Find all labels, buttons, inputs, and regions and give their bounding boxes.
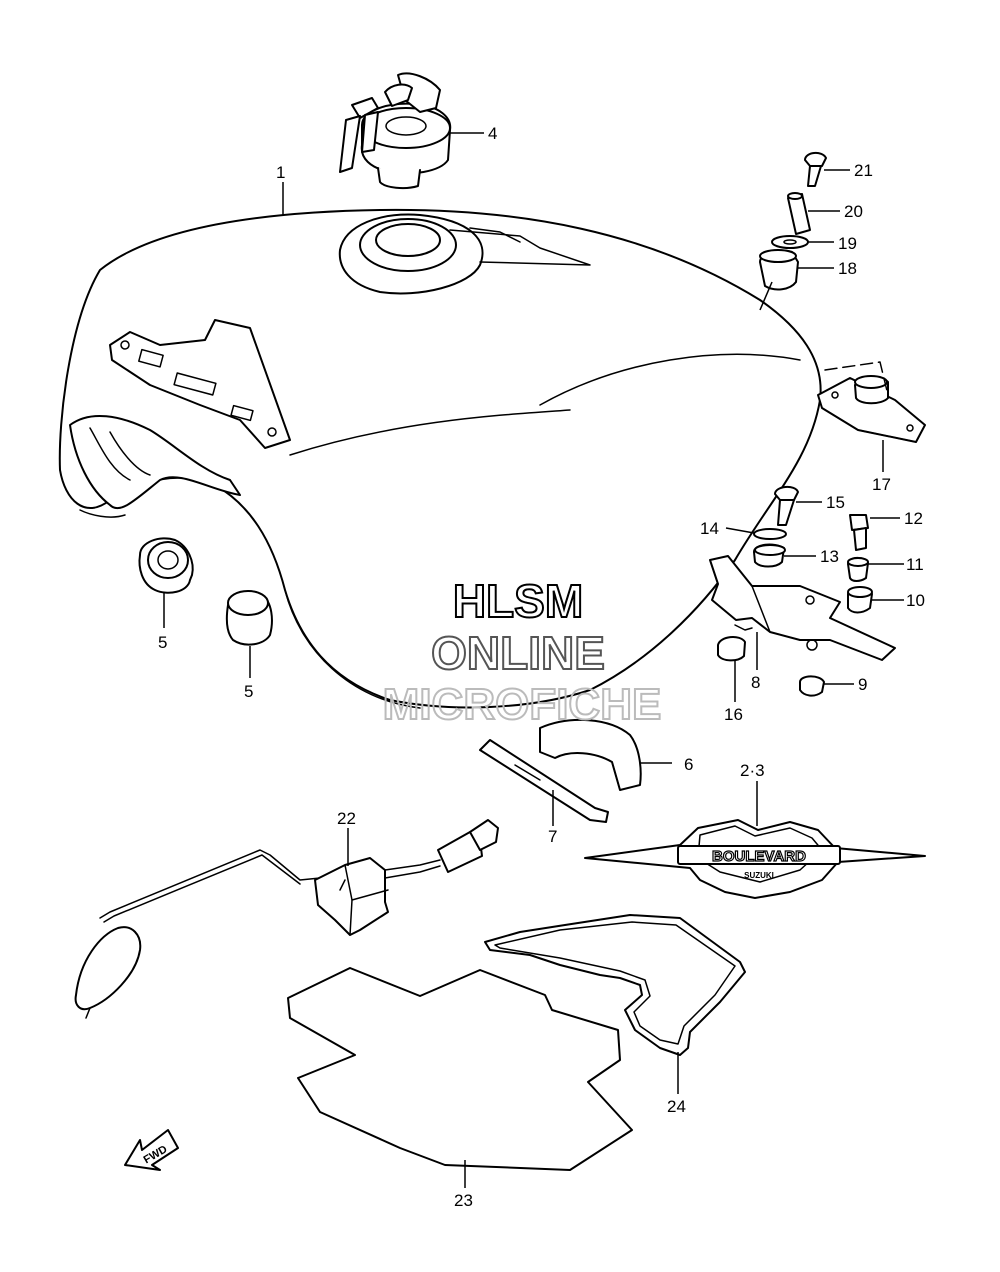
bolt-12[interactable] — [849, 514, 869, 551]
callout-20: 20 — [844, 202, 863, 221]
callout-labels: 1 2·3 4 5 5 6 7 8 9 10 11 12 13 14 15 16… — [158, 124, 925, 1210]
callout-5b: 5 — [244, 682, 253, 701]
callout-24: 24 — [667, 1097, 686, 1116]
callout-16: 16 — [724, 705, 743, 724]
watermark-line3: MICROFICHE — [383, 680, 662, 729]
callout-15: 15 — [826, 493, 845, 512]
fwd-arrow: FWD — [124, 1129, 179, 1171]
callout-12: 12 — [904, 509, 923, 528]
callout-14: 14 — [700, 519, 719, 538]
callout-8: 8 — [751, 673, 760, 692]
emblem-subtext: SUZUKI — [744, 871, 774, 880]
callout-6: 6 — [684, 755, 693, 774]
grommet-5a[interactable] — [138, 537, 194, 594]
pad-23[interactable] — [287, 967, 633, 1171]
watermark: HLSM ONLINE MICROFICHE — [382, 574, 663, 730]
cushion-10[interactable] — [847, 586, 873, 614]
callout-2-3: 2·3 — [740, 761, 765, 780]
fuel-cap[interactable] — [339, 72, 452, 190]
callout-4: 4 — [488, 124, 497, 143]
callout-1: 1 — [276, 163, 285, 182]
washer-16[interactable] — [717, 636, 746, 662]
callout-11: 11 — [906, 555, 924, 574]
nut-9[interactable] — [799, 675, 825, 697]
seal-24[interactable] — [484, 914, 746, 1056]
watermark-line2: ONLINE — [431, 627, 605, 679]
callout-17: 17 — [872, 475, 891, 494]
cushion-6[interactable] — [539, 718, 642, 791]
bracket-8[interactable] — [709, 555, 896, 661]
callout-18: 18 — [838, 259, 857, 278]
callout-22: 22 — [337, 809, 356, 828]
collar-11[interactable] — [847, 556, 869, 582]
washer-19[interactable] — [771, 235, 809, 249]
bolt-21[interactable] — [804, 152, 827, 187]
callout-7: 7 — [548, 827, 557, 846]
callout-21: 21 — [854, 161, 873, 180]
emblem-text: BOULEVARD — [712, 848, 806, 865]
cable-tie-7[interactable] — [479, 739, 609, 823]
leader-lines — [163, 132, 904, 1188]
washer-14[interactable] — [753, 528, 787, 540]
grommet-5b[interactable] — [225, 590, 273, 646]
callout-23: 23 — [454, 1191, 473, 1210]
callout-5a: 5 — [158, 633, 167, 652]
cushion-18[interactable] — [759, 249, 799, 291]
fuel-tank[interactable] — [58, 208, 822, 709]
callout-19: 19 — [838, 234, 857, 253]
fuel-gauge-sender-22[interactable] — [74, 819, 499, 1019]
emblem-boulevard[interactable]: BOULEVARD SUZUKI — [584, 819, 926, 899]
callout-10: 10 — [906, 591, 925, 610]
cushion-13[interactable] — [753, 543, 786, 568]
callout-13: 13 — [820, 547, 839, 566]
tank-mount-cushion-17[interactable] — [817, 375, 926, 443]
collar-20[interactable] — [787, 192, 811, 235]
watermark-line1: HLSM — [453, 575, 583, 627]
bolt-15[interactable] — [774, 486, 799, 526]
callout-9: 9 — [858, 675, 867, 694]
